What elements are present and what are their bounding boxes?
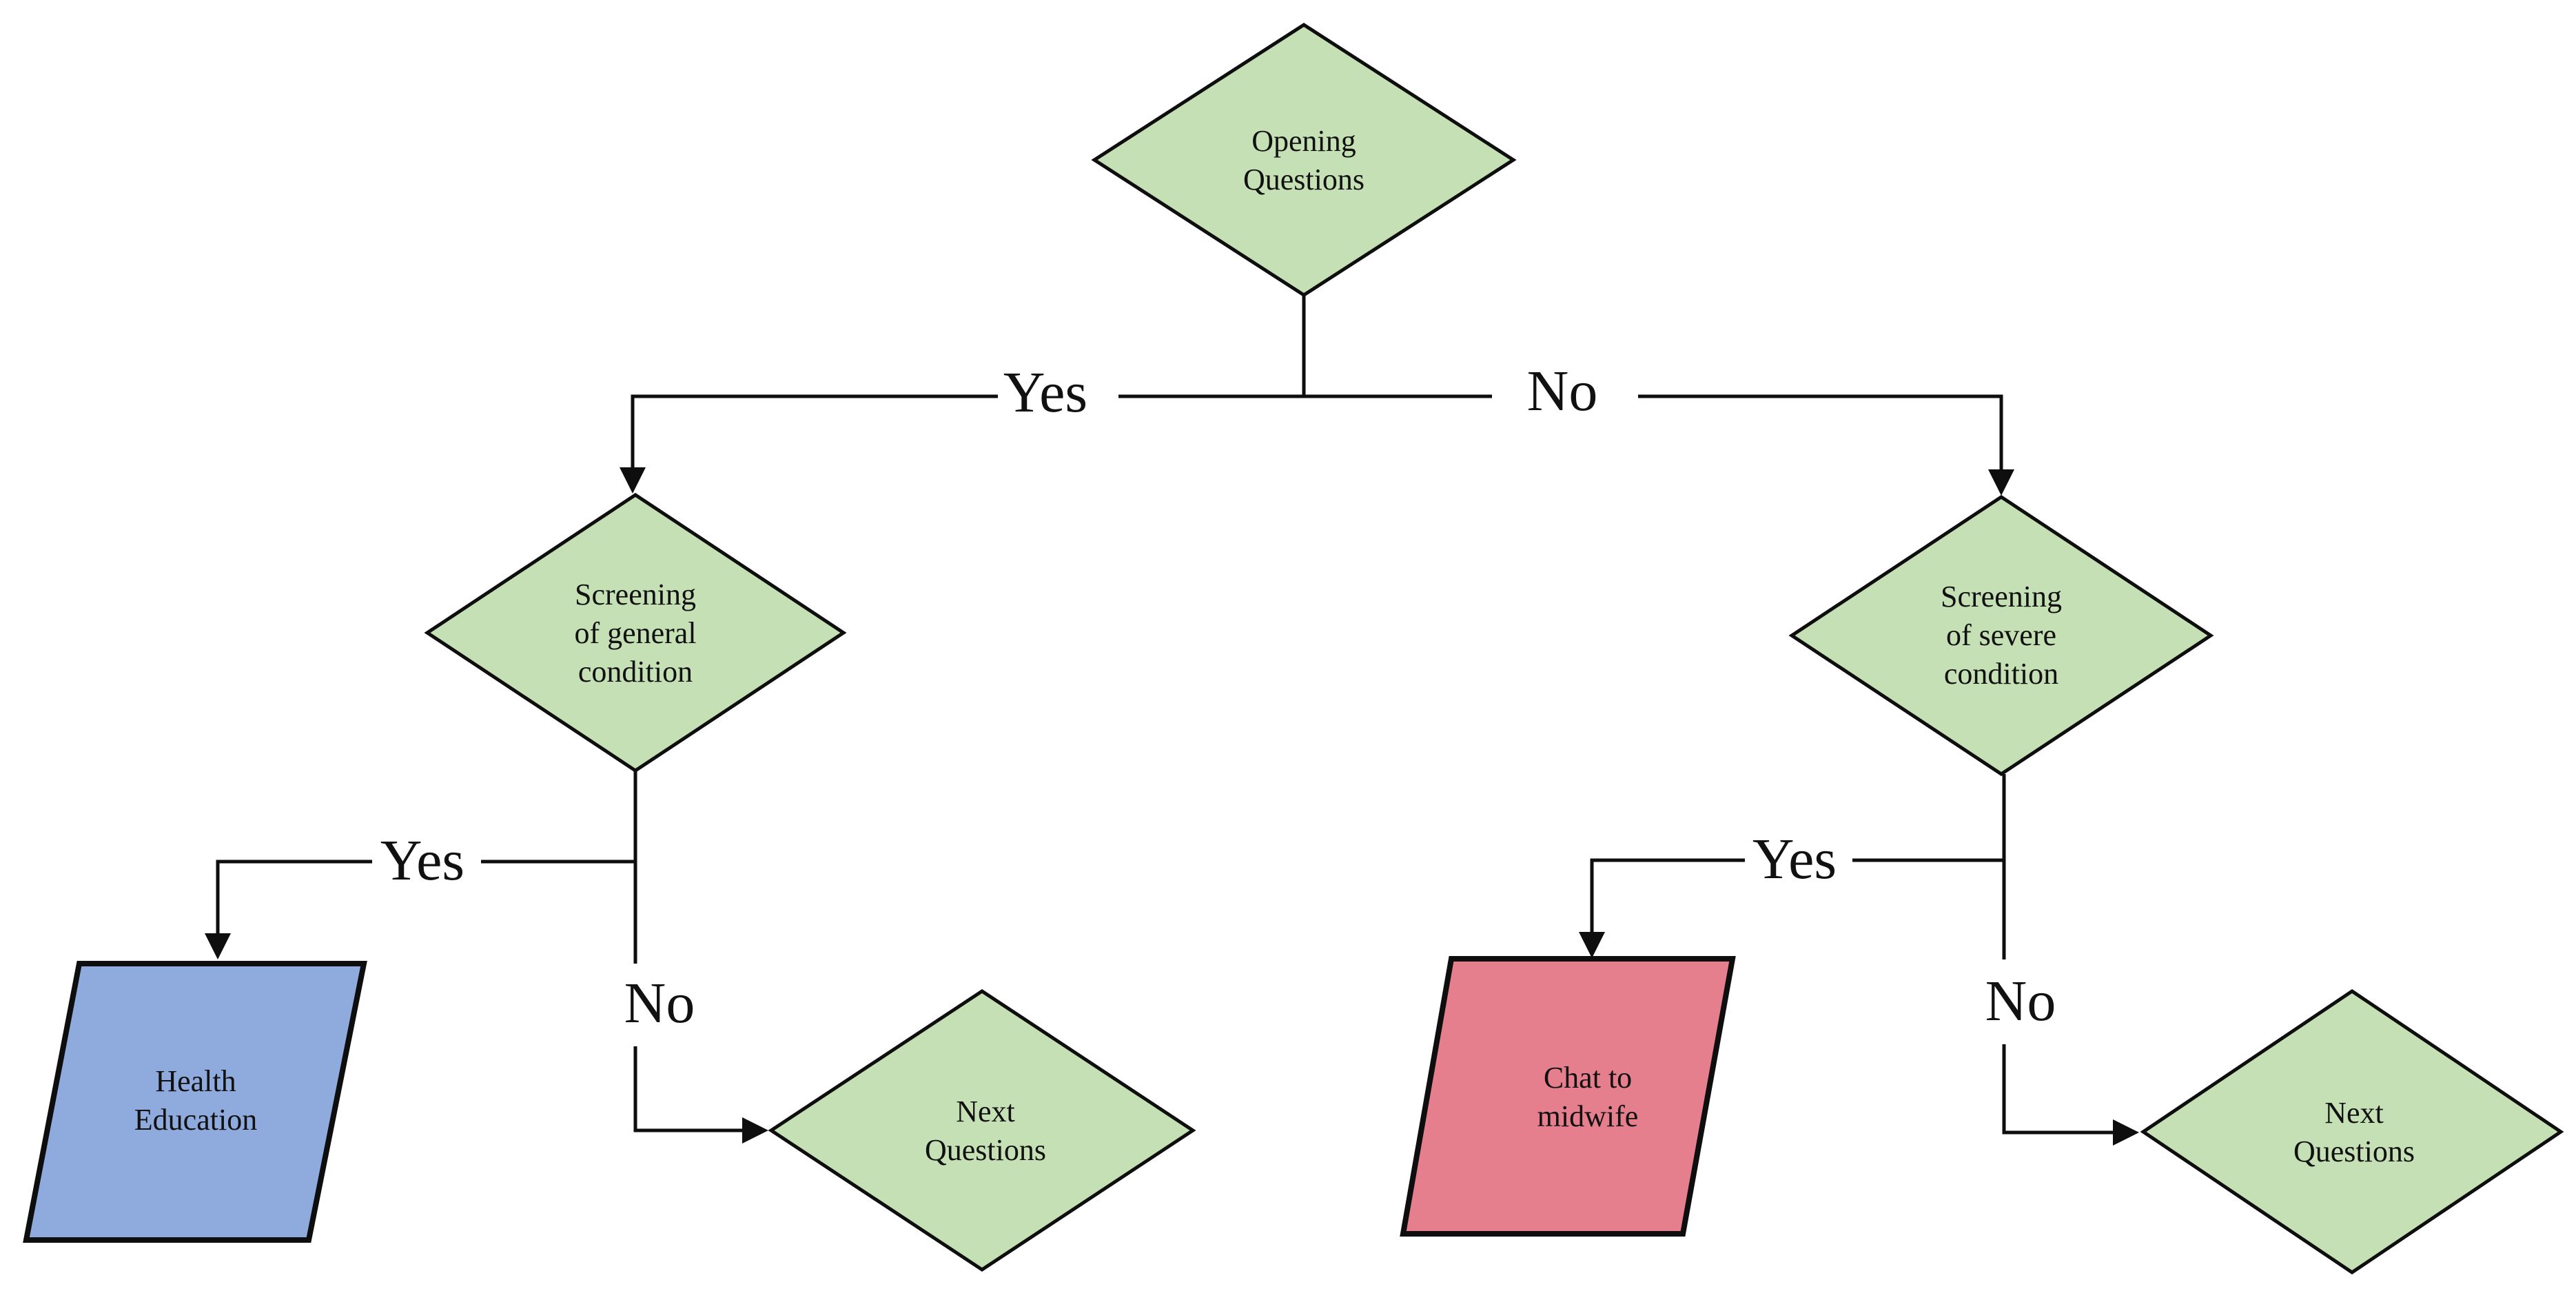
arrowhead-into-health-education bbox=[205, 933, 231, 959]
node-chat-to-midwife-parallelogram bbox=[1400, 956, 1736, 1237]
arrowhead-into-screening-severe bbox=[1988, 469, 2014, 496]
edge-label-general-yes: Yes bbox=[380, 829, 465, 893]
edge-label-opening-yes: Yes bbox=[1003, 360, 1088, 425]
node-label-health-education: Health Education bbox=[134, 1064, 258, 1137]
node-label-opening-questions: Opening Questions bbox=[1243, 124, 1364, 196]
node-next-questions-right-diamond bbox=[2140, 988, 2564, 1275]
edge-opening-yes-line bbox=[631, 394, 998, 469]
node-label-chat-to-midwife: Chat to midwife bbox=[1537, 1061, 1639, 1133]
edge-general-no-line-lower bbox=[633, 1046, 744, 1132]
arrowhead-into-next-questions-right bbox=[2113, 1119, 2139, 1146]
arrowhead-into-next-questions-left bbox=[742, 1117, 768, 1144]
edge-label-opening-no: No bbox=[1526, 359, 1598, 423]
edge-general-yes-line-left bbox=[216, 860, 372, 933]
node-label-next-questions-right: Next Questions bbox=[2293, 1096, 2415, 1168]
node-opening-questions-diamond bbox=[1091, 23, 1517, 297]
edge-label-severe-no: No bbox=[1985, 969, 2056, 1033]
arrowheads bbox=[205, 467, 2139, 1146]
node-next-questions-left-diamond bbox=[768, 989, 1196, 1272]
edge-opening-no-line bbox=[1638, 394, 2003, 471]
node-screening-severe-diamond bbox=[1788, 495, 2214, 776]
node-label-screening-general: Screening of general condition bbox=[574, 578, 697, 689]
arrowhead-into-chat-to-midwife bbox=[1579, 932, 1605, 958]
arrowhead-into-screening-general bbox=[620, 467, 646, 494]
edge-label-general-no: No bbox=[624, 971, 695, 1035]
node-label-next-questions-left: Next Questions bbox=[925, 1095, 1046, 1167]
node-screening-general-diamond bbox=[424, 493, 847, 773]
edge-label-severe-yes: Yes bbox=[1752, 827, 1837, 891]
node-health-education-parallelogram bbox=[23, 961, 367, 1243]
edge-severe-yes-line-left bbox=[1590, 858, 1745, 932]
node-label-screening-severe: Screening of severe condition bbox=[1941, 580, 2062, 691]
connector-lines bbox=[216, 295, 2114, 1135]
edge-severe-no-line-lower bbox=[2002, 1044, 2114, 1135]
